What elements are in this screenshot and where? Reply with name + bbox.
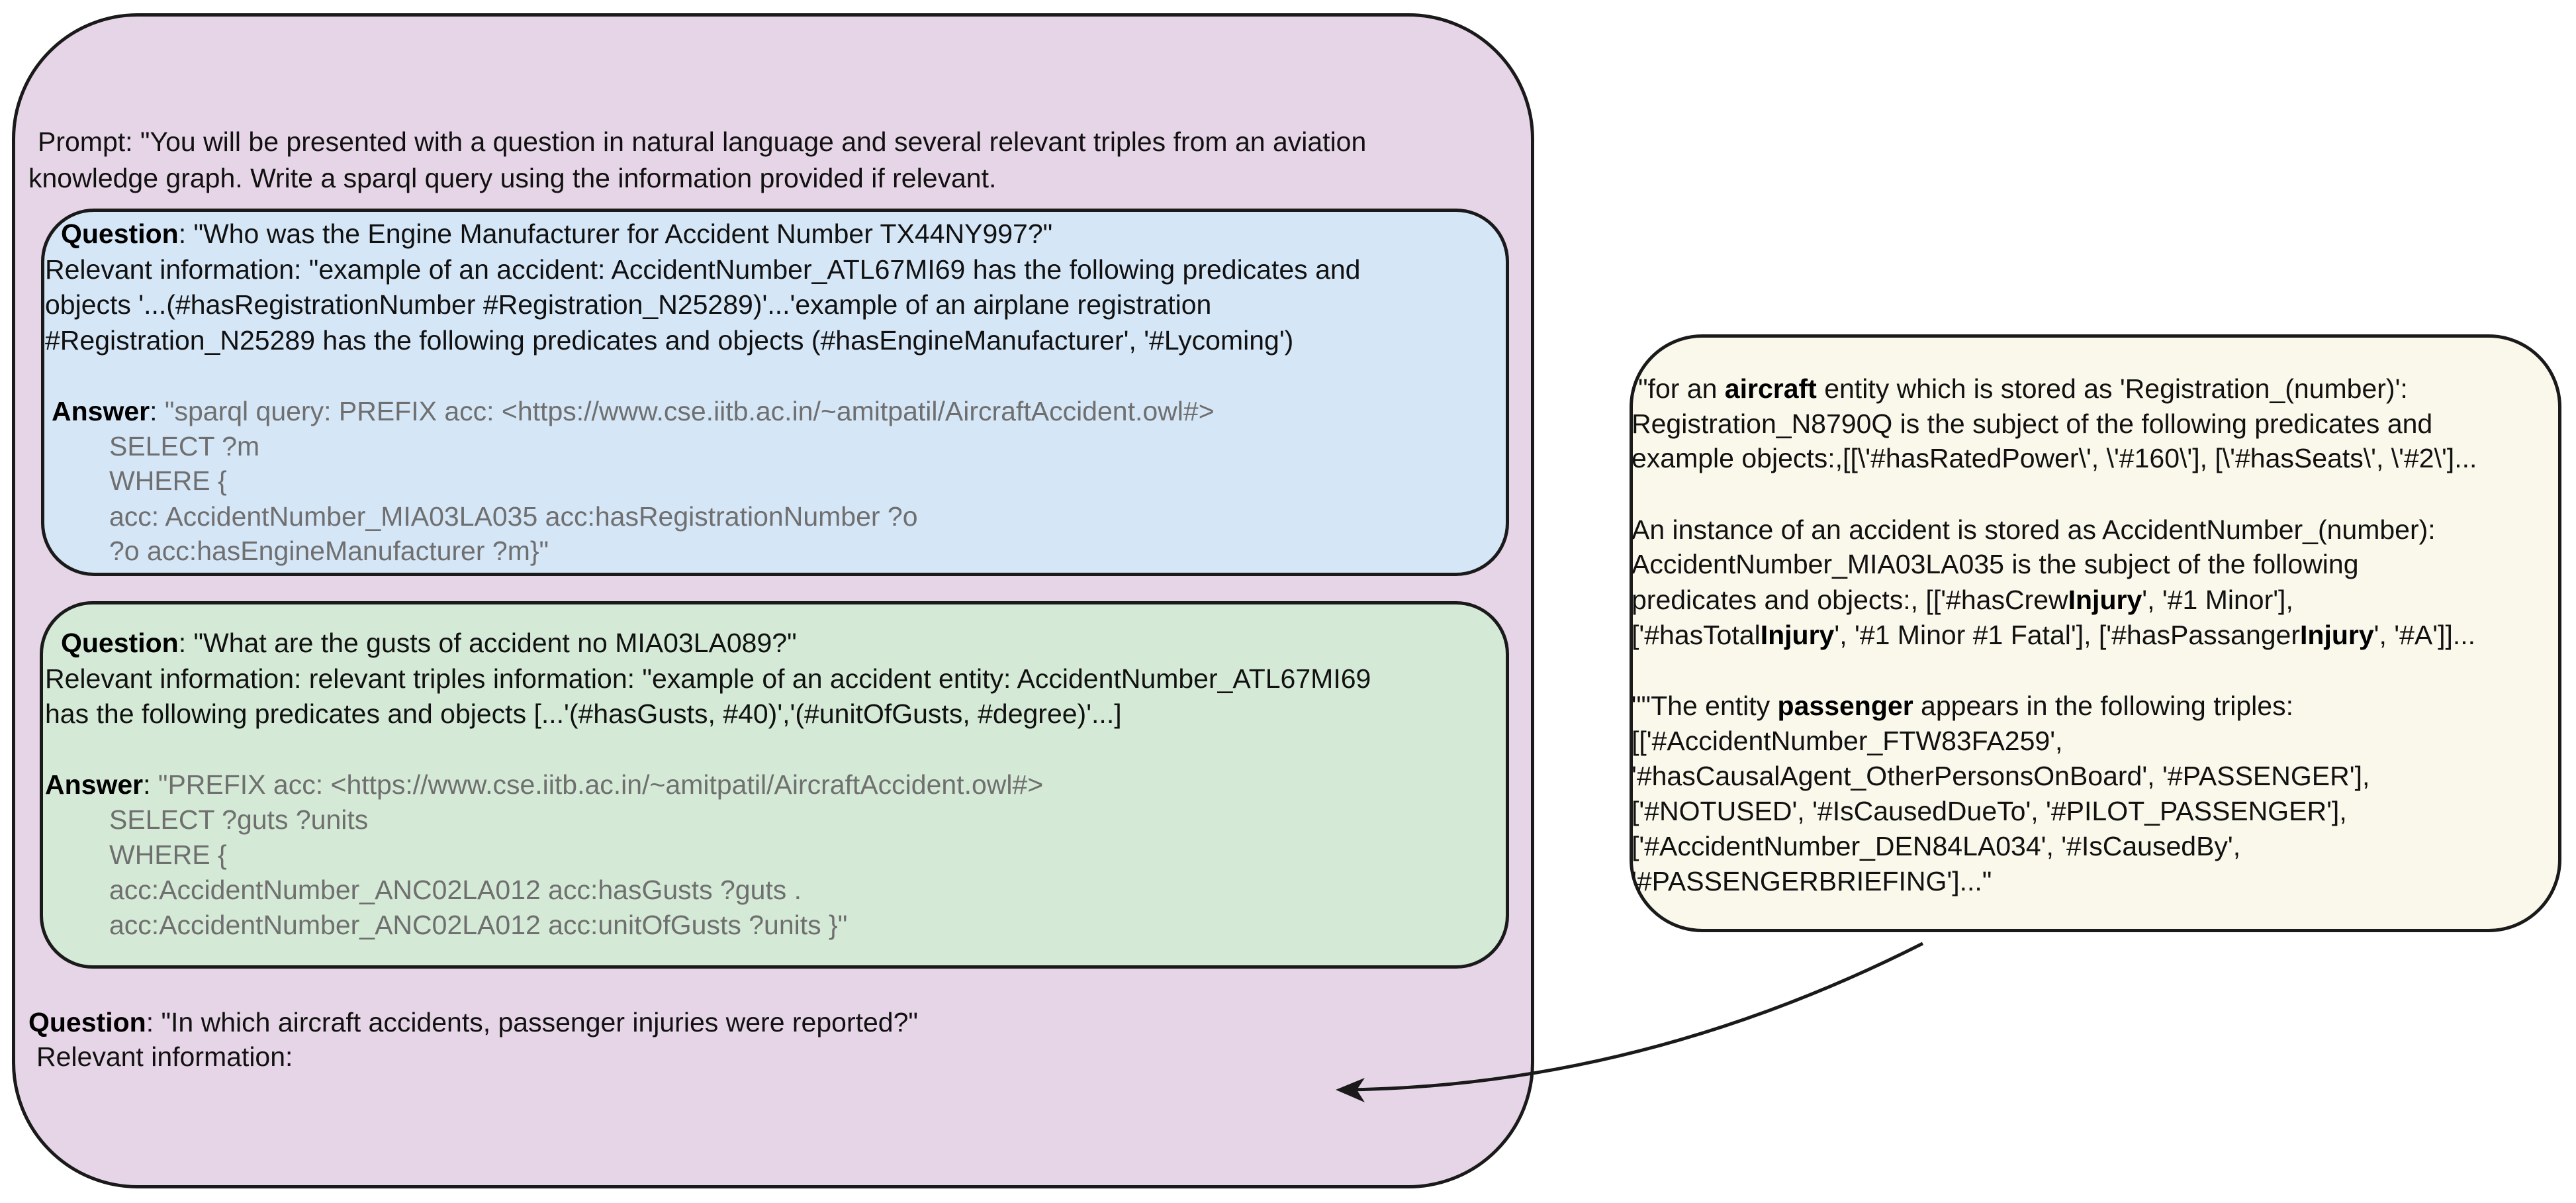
example2-question: Question: "What are the gusts of acciden… — [61, 626, 797, 661]
context-passenger-pre: ""The entity — [1632, 691, 1778, 721]
example1-question: Question: "Who was the Engine Manufactur… — [61, 217, 1052, 252]
context-accident-line-1: An instance of an accident is stored as … — [1632, 514, 2436, 545]
prompt-line-1: Prompt: "You will be presented with a qu… — [38, 126, 1367, 157]
context-box — [1630, 334, 2561, 932]
context-accident-l3-pre: predicates and objects:, [['#hasCrew — [1632, 585, 2068, 615]
context-aircraft-line-1: "for an aircraft entity which is stored … — [1638, 371, 2408, 407]
example1-answer-prefix: "sparql query: PREFIX acc: <https://www.… — [164, 396, 1215, 426]
example2-info-line-2: has the following predicates and objects… — [45, 698, 1122, 729]
context-accident-l4-a: ['#hasTotal — [1632, 620, 1761, 650]
example1-answer-colon: : — [150, 396, 165, 426]
context-accident-line-4: ['#hasTotalInjury', '#1 Minor #1 Fatal']… — [1632, 618, 2475, 653]
example1-query-line-3: acc: AccidentNumber_MIA03LA035 acc:hasRe… — [109, 501, 918, 532]
example2-info-line-1: Relevant information: relevant triples i… — [45, 663, 1371, 694]
example1-info-line-3: #Registration_N25289 has the following p… — [45, 325, 1294, 356]
context-aircraft-line-3: example objects:,[[\'#hasRatedPower\', \… — [1632, 443, 2477, 473]
example1-query-line-1: SELECT ?m — [109, 431, 260, 461]
context-passenger-line-3: '#hasCausalAgent_OtherPersonsOnBoard', '… — [1632, 761, 2370, 791]
context-accident-l4-c: ', '#1 Minor #1 Fatal'], ['#hasPassanger — [1834, 620, 2301, 650]
example2-answer-prefix: "PREFIX acc: <https://www.cse.iitb.ac.in… — [158, 769, 1044, 800]
context-accident-l4-b: Injury — [1760, 620, 1835, 650]
example1-answer: Answer: "sparql query: PREFIX acc: <http… — [52, 394, 1215, 429]
context-aircraft-line-2: Registration_N8790Q is the subject of th… — [1632, 409, 2433, 439]
context-accident-l3-bold: Injury — [2068, 585, 2142, 615]
example1-query-line-2: WHERE { — [109, 465, 227, 496]
example1-question-label: Question — [61, 218, 179, 249]
example2-answer-label: Answer — [45, 769, 144, 800]
context-accident-line-3: predicates and objects:, [['#hasCrewInju… — [1632, 583, 2293, 618]
context-passenger-line-5: ['#AccidentNumber_DEN84LA034', '#IsCause… — [1632, 831, 2241, 861]
context-accident-l3-post: ', '#1 Minor'], — [2142, 585, 2293, 615]
context-passenger-bold: passenger — [1777, 691, 1913, 721]
example1-query-line-4: ?o acc:hasEngineManufacturer ?m}" — [109, 536, 549, 566]
example2-query-line-2: WHERE { — [109, 840, 227, 870]
final-question: Question: "In which aircraft accidents, … — [28, 1005, 918, 1040]
context-accident-l4-e: ', '#A']]... — [2373, 620, 2476, 650]
example1-answer-label: Answer — [52, 396, 150, 426]
example1-info-line-2: objects '...(#hasRegistrationNumber #Reg… — [45, 289, 1212, 320]
example-box-gusts — [40, 601, 1509, 969]
context-passenger-post: appears in the following triples: — [1913, 691, 2293, 721]
context-passenger-line-4: ['#NOTUSED', '#IsCausedDueTo', '#PILOT_P… — [1632, 796, 2347, 826]
context-aircraft-bold: aircraft — [1724, 373, 1817, 404]
example-box-engine-manufacturer — [41, 209, 1509, 576]
example2-question-text: : "What are the gusts of accident no MIA… — [178, 628, 797, 658]
example1-question-text: : "Who was the Engine Manufacturer for A… — [178, 218, 1053, 249]
final-question-label: Question — [28, 1007, 146, 1037]
example2-answer-colon: : — [143, 769, 158, 800]
context-arrow-head — [1336, 1078, 1365, 1102]
context-arrow-line — [1346, 941, 1924, 1092]
example2-question-label: Question — [61, 628, 179, 658]
context-accident-l4-d: Injury — [2300, 620, 2374, 650]
context-passenger-line-1: ""The entity passenger appears in the fo… — [1632, 689, 2293, 724]
context-passenger-line-6: '#PASSENGERBRIEFING']..." — [1632, 866, 1992, 896]
context-aircraft-pre: "for an — [1638, 373, 1725, 404]
context-accident-line-2: AccidentNumber_MIA03LA035 is the subject… — [1632, 549, 2359, 579]
final-question-info: Relevant information: — [36, 1041, 293, 1072]
example2-answer: Answer: "PREFIX acc: <https://www.cse.ii… — [45, 767, 1043, 802]
example1-info-line-1: Relevant information: "example of an acc… — [45, 254, 1361, 285]
example2-query-line-4: acc:AccidentNumber_ANC02LA012 acc:unitOf… — [109, 910, 848, 940]
context-passenger-line-2: [['#AccidentNumber_FTW83FA259', — [1632, 726, 2063, 756]
example2-query-line-3: acc:AccidentNumber_ANC02LA012 acc:hasGus… — [109, 875, 802, 905]
final-question-text: : "In which aircraft accidents, passenge… — [146, 1007, 918, 1037]
context-aircraft-post: entity which is stored as 'Registration_… — [1816, 373, 2408, 404]
prompt-line-2: knowledge graph. Write a sparql query us… — [28, 163, 997, 193]
example2-query-line-1: SELECT ?guts ?units — [109, 804, 369, 835]
